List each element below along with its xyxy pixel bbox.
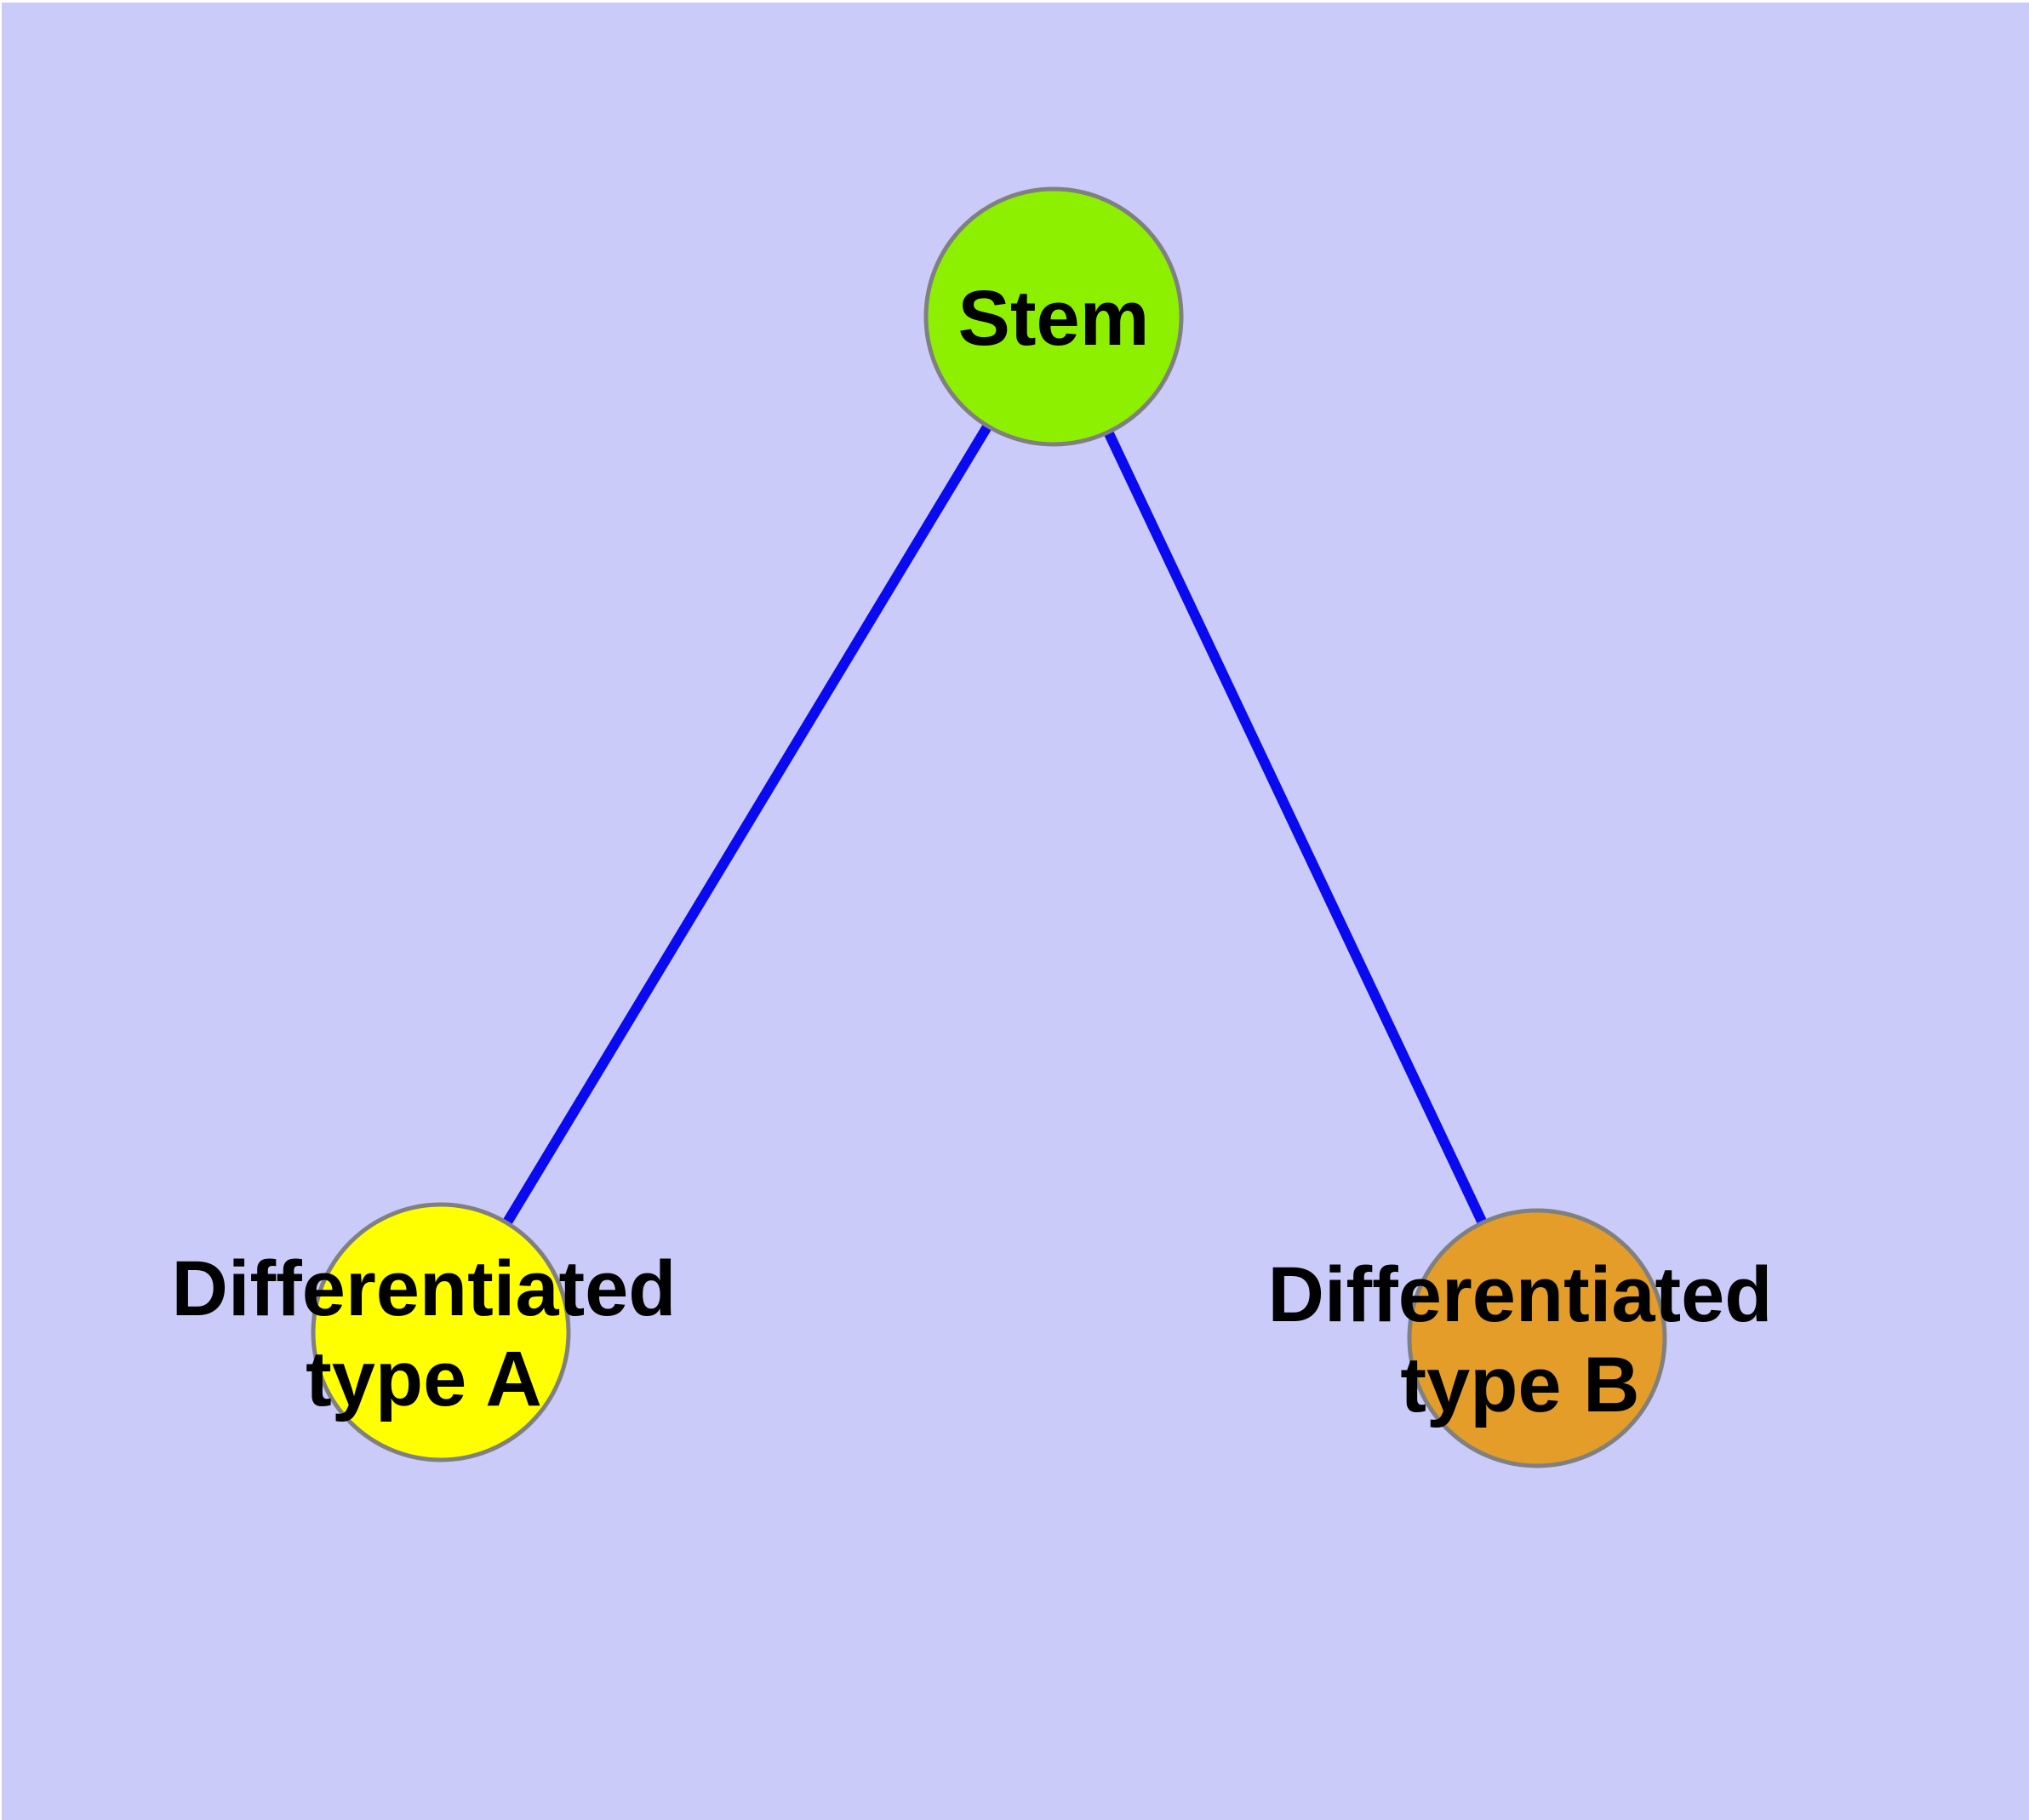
node-label-diff-type-a-line-1: Differentiated	[172, 1245, 677, 1332]
node-label-diff-type-b-line-1: Differentiated	[1268, 1251, 1773, 1338]
edge-stem-to-diff-type-b	[1049, 314, 1542, 1341]
node-label-diff-type-b-line-2: type B	[1400, 1342, 1639, 1428]
node-diff-type-b	[1407, 1208, 1667, 1468]
nodes-layer	[311, 186, 1667, 1468]
edge-stem-to-diff-type-a	[436, 313, 1059, 1336]
node-label-stem: Stem	[958, 275, 1150, 362]
node-stem	[923, 186, 1184, 447]
node-label-diff-type-a-line-2: type A	[306, 1336, 542, 1422]
node-diff-type-a	[311, 1202, 571, 1462]
edges-layer	[436, 313, 1542, 1341]
